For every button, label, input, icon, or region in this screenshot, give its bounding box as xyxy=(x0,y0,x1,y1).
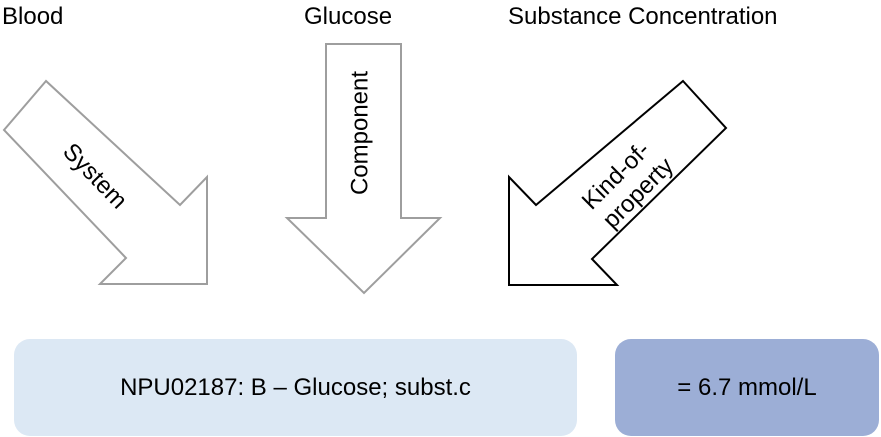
result-value-text: = 6.7 mmol/L xyxy=(677,373,817,401)
result-value-box: = 6.7 mmol/L xyxy=(615,339,879,436)
kind-of-property-arrow xyxy=(508,79,728,286)
system-arrow xyxy=(2,79,208,285)
npu-code-text: NPU02187: B – Glucose; subst.c xyxy=(120,373,471,401)
component-value-label: Glucose xyxy=(304,3,393,30)
npu-code-box: NPU02187: B – Glucose; subst.c xyxy=(14,339,577,436)
component-arrow xyxy=(284,43,443,295)
system-value-label: Blood xyxy=(2,3,64,30)
kind-of-property-value-label: Substance Concentration xyxy=(508,3,778,30)
component-arrow-label: Component xyxy=(346,71,373,195)
